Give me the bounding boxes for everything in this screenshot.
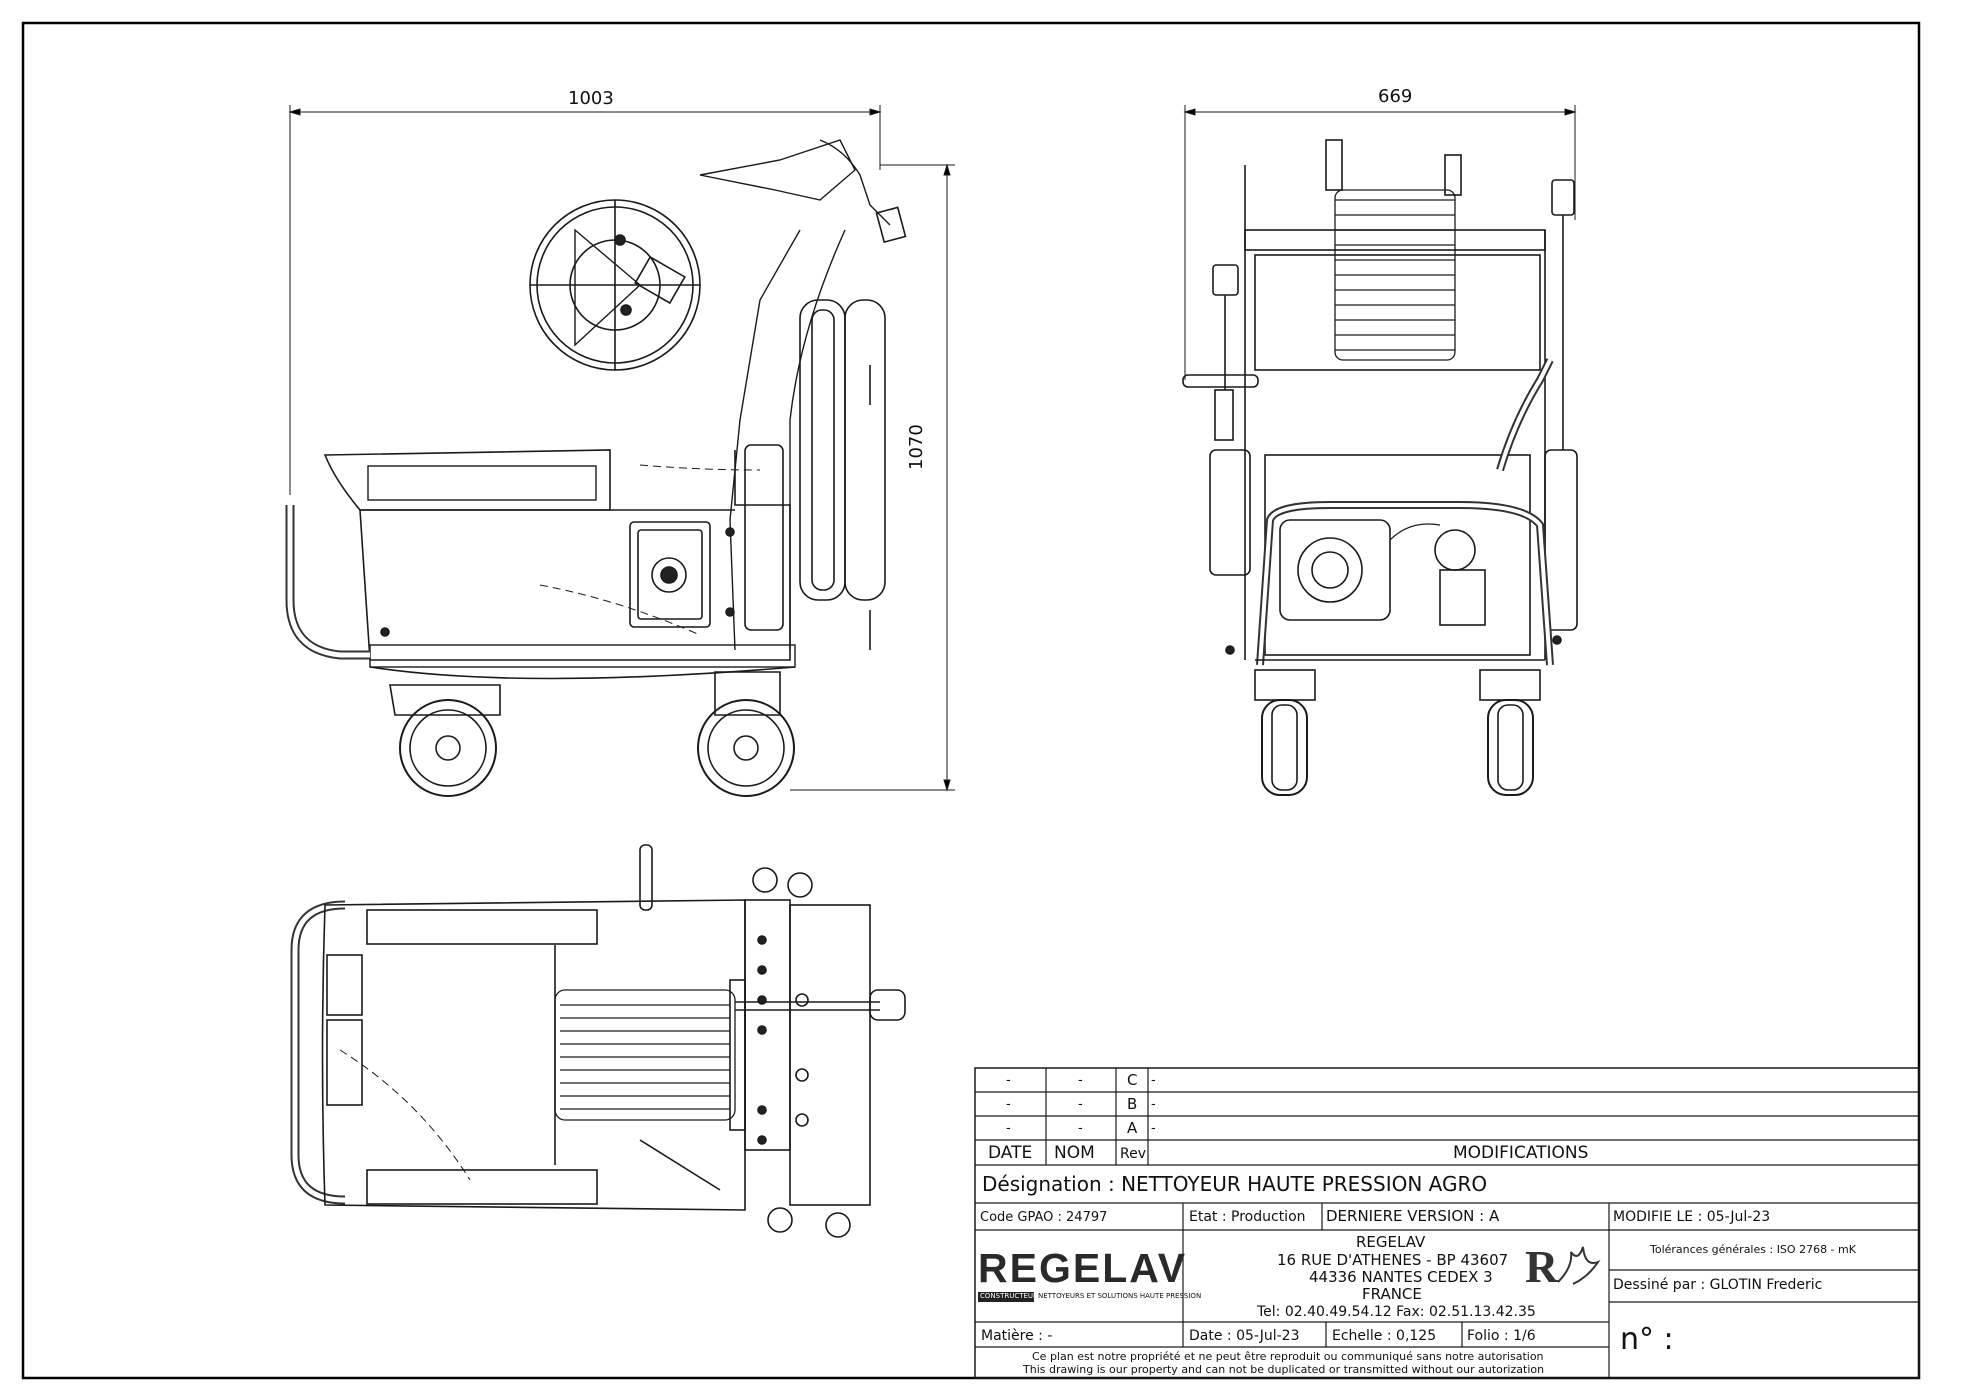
front-wheel <box>697 671 795 797</box>
tolerances: Tolérances générales : ISO 2768 - mK <box>1650 1243 1856 1256</box>
company-country: FRANCE <box>1362 1285 1422 1303</box>
revision-date: - <box>1006 1097 1011 1112</box>
front-view-wheels <box>1254 669 1541 796</box>
folio: Folio : 1/6 <box>1467 1328 1536 1344</box>
company-address2: 44336 NANTES CEDEX 3 <box>1309 1268 1493 1286</box>
front-view <box>1182 105 1578 796</box>
logo-wordmark: REGELAV <box>978 1245 1188 1291</box>
rear-wheel <box>389 684 501 797</box>
derniere-version: DERNIERE VERSION : A <box>1326 1207 1500 1225</box>
r-logo-mark: R <box>1525 1240 1605 1292</box>
dimension-label-669: 669 <box>1378 86 1413 107</box>
dimension-width-front <box>1183 105 1577 380</box>
company-name: REGELAV <box>1356 1233 1426 1251</box>
dimension-label-1070: 1070 <box>906 424 927 470</box>
disclaimer-en: This drawing is our property and can not… <box>1023 1363 1545 1376</box>
etat: Etat : Production <box>1189 1209 1306 1225</box>
side-view <box>285 105 955 797</box>
modifie-le: MODIFIE LE : 05-Jul-23 <box>1613 1209 1771 1225</box>
drawing-date: Date : 05-Jul-23 <box>1189 1328 1300 1344</box>
dessine-par: Dessiné par : GLOTIN Frederic <box>1613 1277 1823 1293</box>
revision-modification: - <box>1151 1073 1156 1088</box>
revision-modification: - <box>1151 1097 1156 1112</box>
logo-tag: CONSTRUCTEUR <box>980 1292 1038 1300</box>
title-block <box>974 1067 1920 1379</box>
header-modifications: MODIFICATIONS <box>1453 1143 1589 1163</box>
code-gpao: Code GPAO : 24797 <box>980 1210 1108 1225</box>
revision-letter: A <box>1127 1119 1138 1137</box>
company-address1: 16 RUE D'ATHENES - BP 43607 <box>1277 1251 1509 1269</box>
dimension-height <box>790 163 955 792</box>
drawing-number-label: n° : <box>1620 1322 1674 1357</box>
header-nom: NOM <box>1054 1143 1095 1163</box>
revision-nom: - <box>1078 1073 1083 1088</box>
header-date: DATE <box>988 1143 1033 1163</box>
revision-nom: - <box>1078 1121 1083 1136</box>
matiere: Matière : - <box>981 1328 1053 1344</box>
top-view <box>290 844 906 1238</box>
disclaimer-fr: Ce plan est notre propriété et ne peut ê… <box>1032 1350 1544 1363</box>
hose-coil-front <box>1334 189 1456 361</box>
revision-modification: - <box>1151 1121 1156 1136</box>
header-rev: Rev <box>1120 1146 1146 1162</box>
regelav-logo: REGELAV CONSTRUCTEUR NETTOYEURS ET SOLUT… <box>978 1248 1201 1310</box>
revision-nom: - <box>1078 1097 1083 1112</box>
revision-date: - <box>1006 1121 1011 1136</box>
logo-tag-box <box>978 1292 1034 1302</box>
dimension-label-1003: 1003 <box>568 88 614 109</box>
revision-date: - <box>1006 1073 1011 1088</box>
dimension-width-side <box>288 105 882 495</box>
designation: Désignation : NETTOYEUR HAUTE PRESSION A… <box>982 1172 1488 1196</box>
company-phones: Tel: 02.40.49.54.12 Fax: 02.51.13.42.35 <box>1257 1304 1536 1320</box>
wave-icon <box>1557 1246 1601 1285</box>
logo-tagline: NETTOYEURS ET SOLUTIONS HAUTE PRESSION <box>1038 1292 1202 1300</box>
revision-letter: B <box>1127 1095 1138 1113</box>
hose-coil-top <box>554 989 736 1121</box>
revision-letter: C <box>1127 1071 1138 1089</box>
sheet-border <box>21 21 1921 1380</box>
echelle: Echelle : 0,125 <box>1332 1328 1437 1344</box>
